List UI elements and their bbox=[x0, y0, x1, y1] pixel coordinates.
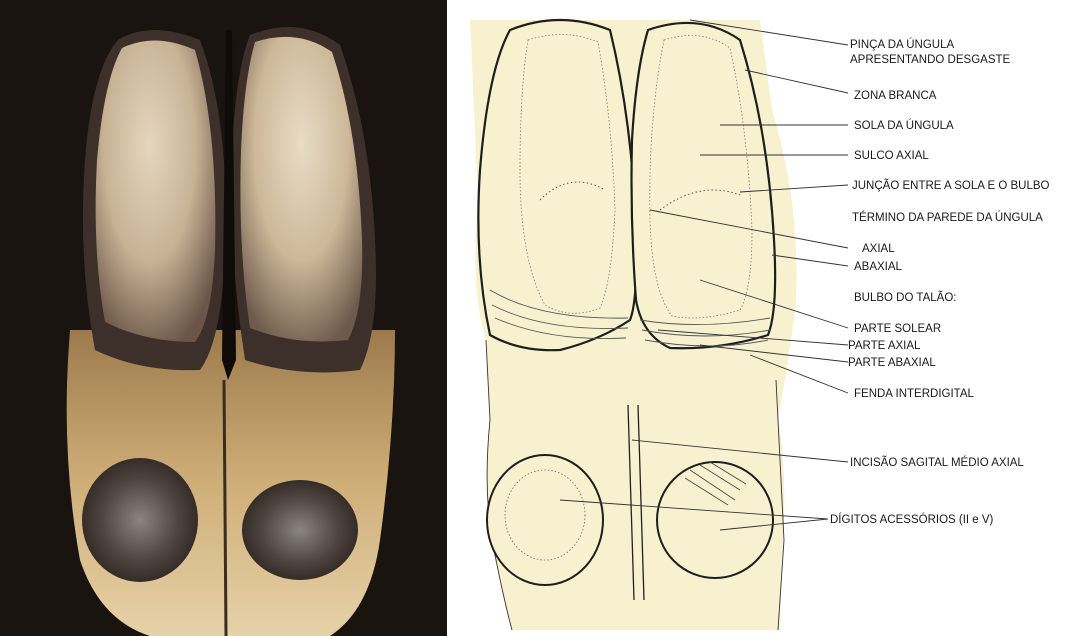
label-parte-solear: PARTE SOLEAR bbox=[854, 323, 941, 335]
photo-sagittal-line bbox=[224, 380, 226, 636]
label-incisao-sagital: INCISÃO SAGITAL MÉDIO AXIAL bbox=[850, 456, 1024, 469]
left-claw-sole bbox=[96, 40, 216, 342]
label-sulco-axial: SULCO AXIAL bbox=[854, 150, 929, 162]
label-parte-axial: PARTE AXIAL bbox=[848, 340, 921, 352]
label-parte-abaxial: PARTE ABAXIAL bbox=[848, 357, 936, 369]
label-pinca-da-ungula: PINÇA DA ÚNGULA bbox=[850, 38, 954, 51]
hoof-diagram: PINÇA DA ÚNGULA APRESENTANDO DESGASTE ZO… bbox=[447, 0, 1073, 636]
right-dewclaw bbox=[242, 480, 358, 580]
left-claw-outline bbox=[478, 20, 636, 350]
label-juncao-sola-bulbo: JUNÇÃO ENTRE A SOLA E O BULBO bbox=[852, 179, 1050, 192]
label-fenda-interdigital: FENDA INTERDIGITAL bbox=[854, 388, 975, 400]
label-digitos-acessorios: DÍGITOS ACESSÓRIOS (II e V) bbox=[830, 513, 994, 526]
left-dewclaw bbox=[82, 458, 198, 582]
labels: PINÇA DA ÚNGULA APRESENTANDO DESGASTE ZO… bbox=[830, 38, 1050, 526]
right-dewclaw-outline bbox=[657, 462, 773, 578]
label-apresentando-desgaste: APRESENTANDO DESGASTE bbox=[850, 54, 1011, 66]
label-zona-branca: ZONA BRANCA bbox=[854, 90, 937, 102]
label-axial: AXIAL bbox=[862, 243, 895, 255]
label-bulbo-do-talao: BULBO DO TALÃO: bbox=[854, 291, 956, 304]
hoof-photograph bbox=[0, 0, 447, 636]
label-termino-parede: TÉRMINO DA PAREDE DA ÚNGULA bbox=[852, 211, 1043, 224]
label-abaxial: ABAXIAL bbox=[854, 261, 903, 273]
left-dewclaw-outline bbox=[487, 455, 603, 585]
label-sola-da-ungula: SOLA DA ÚNGULA bbox=[854, 119, 954, 132]
